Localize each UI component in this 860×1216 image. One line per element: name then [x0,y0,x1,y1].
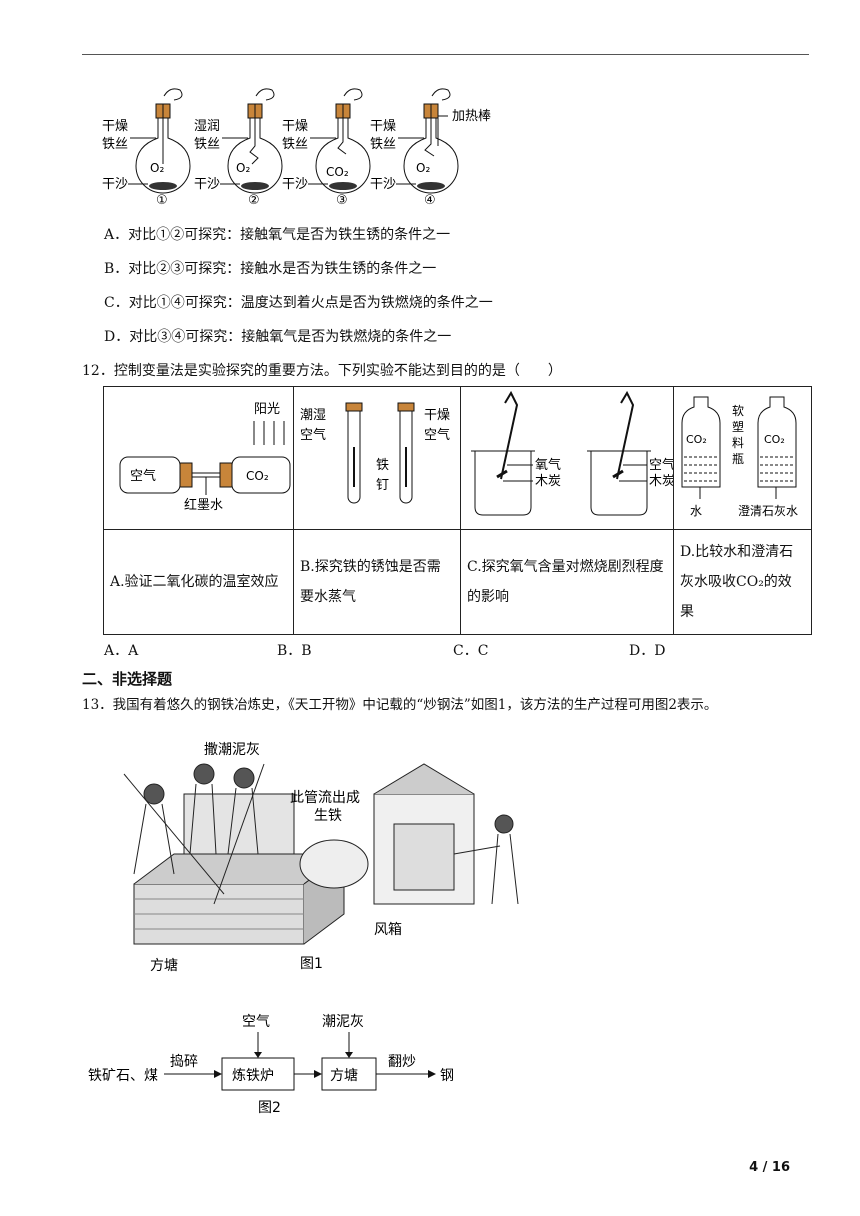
q11-option-a[interactable]: A．对比①②可探究：接触氧气是否为铁生锈的条件之一 [104,227,451,243]
q12-answer-d[interactable]: D．D [629,643,666,659]
flow-box-pond: 方塘 [330,1068,358,1084]
fig2-flowchart: 铁矿石、煤 捣碎 炼铁炉 空气 方塘 潮泥灰 翻炒 钢 图2 [88,1014,454,1116]
section-title: 二、非选择题 [82,670,173,688]
q12-stem: 12．控制变量法是实验探究的重要方法。下列实验不能达到目的的是（ ） [82,363,562,379]
svg-text:阳光: 阳光 [254,402,280,417]
fig1-illustration: 撒潮泥灰 此管流出成 生铁 风箱 方塘 图1 [123,742,519,974]
svg-text:氧气: 氧气 [535,457,561,473]
svg-text:湿润: 湿润 [194,119,220,134]
flow-input: 铁矿石、煤 [88,1068,158,1084]
svg-text:瓶: 瓶 [732,452,744,466]
flask-sand: 干沙 [102,177,128,192]
svg-text:铁丝: 铁丝 [282,137,308,152]
fig1-caption: 图1 [300,956,323,972]
svg-text:CO₂: CO₂ [764,433,785,446]
svg-text:铁丝: 铁丝 [370,137,396,152]
q11-option-d[interactable]: D．对比③④可探究：接触氧气是否为铁燃烧的条件之一 [104,329,452,345]
svg-text:干沙: 干沙 [370,177,396,192]
svg-text:料: 料 [732,436,744,450]
svg-text:O₂: O₂ [416,161,430,175]
svg-text:水: 水 [690,504,702,518]
flow-step-crush: 捣碎 [170,1053,198,1070]
flask-gas: O₂ [150,161,164,175]
cell-d: D.比较水和澄清石灰水吸收CO₂的效果 [673,529,812,635]
fig-a: 阳光 空气 CO₂ 红墨水 [103,386,294,530]
cell-c: C.探究氧气含量对燃烧剧烈程度的影响 [460,529,674,635]
svg-text:空气: 空气 [424,427,450,443]
flow-step-stir: 翻炒 [388,1054,416,1070]
svg-text:空气: 空气 [300,427,326,443]
svg-text:②: ② [248,193,260,208]
svg-text:塑: 塑 [732,419,744,434]
q12-answer-b[interactable]: B．B [277,643,312,659]
flask-label-bottom: 铁丝 [102,137,128,152]
svg-text:方塘: 方塘 [150,958,178,974]
svg-text:干沙: 干沙 [282,177,308,192]
fig1-label-mud: 撒潮泥灰 [204,742,260,758]
fig2-caption: 图2 [258,1100,281,1116]
svg-text:干燥: 干燥 [424,408,450,423]
svg-text:③: ③ [336,193,348,208]
svg-text:红墨水: 红墨水 [184,497,223,513]
q12-experiment-table: 阳光 空气 CO₂ 红墨水 潮湿 空气 干燥 [103,386,812,635]
svg-text:木炭: 木炭 [649,474,673,489]
flask-2: 湿润 铁丝 O₂ 干沙 ② [194,88,283,208]
svg-text:CO₂: CO₂ [686,433,707,446]
svg-text:澄清石灰水: 澄清石灰水 [738,503,798,518]
svg-text:钉: 钉 [376,478,389,493]
fig-b: 潮湿 空气 干燥 空气 铁 钉 [293,386,461,530]
flow-air: 空气 [242,1014,270,1030]
flow-mud: 潮泥灰 [322,1014,364,1030]
fig-d: CO₂ CO₂ 软 塑 料 瓶 水 澄清石灰水 [673,386,812,530]
svg-text:此管流出成: 此管流出成 [290,790,360,806]
q12-answer-a[interactable]: A．A [104,643,139,659]
svg-text:铁: 铁 [376,458,389,473]
q11-option-b[interactable]: B．对比②③可探究：接触水是否为铁生锈的条件之一 [104,261,437,277]
svg-text:空气: 空气 [649,457,673,473]
svg-text:干燥: 干燥 [282,119,308,134]
flow-box-furnace: 炼铁炉 [232,1068,274,1084]
q13-stem: 13．我国有着悠久的钢铁冶炼史，《天工开物》中记载的“炒钢法”如图1，该方法的生… [82,697,718,713]
svg-text:潮湿: 潮湿 [300,408,326,423]
svg-text:干燥: 干燥 [370,119,396,134]
flask-label-top: 干燥 [102,119,128,134]
svg-text:CO₂: CO₂ [246,469,269,483]
q12-answer-c[interactable]: C．C [453,643,489,659]
cell-a: A.验证二氧化碳的温室效应 [103,529,294,635]
flask-4: 干燥 铁丝 加热棒 O₂ 干沙 ④ [370,88,491,208]
flask-1: 干燥 铁丝 O₂ 干沙 ① [102,88,191,208]
flask-3: 干燥 铁丝 CO₂ 干沙 ③ [282,88,371,208]
svg-text:O₂: O₂ [236,161,250,175]
svg-text:干沙: 干沙 [194,177,220,192]
q11-option-c[interactable]: C．对比①④可探究：温度达到着火点是否为铁燃烧的条件之一 [104,295,493,311]
svg-text:生铁: 生铁 [314,808,342,824]
flow-output: 钢 [440,1068,454,1084]
header-rule [82,54,809,55]
svg-text:④: ④ [424,193,436,208]
svg-text:空气: 空气 [130,468,156,484]
flask-num: ① [156,193,168,208]
svg-text:木炭: 木炭 [535,474,561,489]
page-number: 4 / 16 [749,1160,790,1175]
svg-text:软: 软 [732,404,744,418]
svg-text:CO₂: CO₂ [326,165,349,179]
flask-figure: 干燥 铁丝 O₂ 干沙 ① 湿润 铁丝 O₂ 干沙 ② 干燥 铁丝 CO₂ [102,88,491,208]
fig-c: 氧气 木炭 空气 木炭 [460,386,675,530]
svg-text:铁丝: 铁丝 [194,137,220,152]
heater-label: 加热棒 [452,109,491,124]
cell-b: B.探究铁的锈蚀是否需要水蒸气 [293,529,461,635]
svg-text:风箱: 风箱 [374,922,402,938]
